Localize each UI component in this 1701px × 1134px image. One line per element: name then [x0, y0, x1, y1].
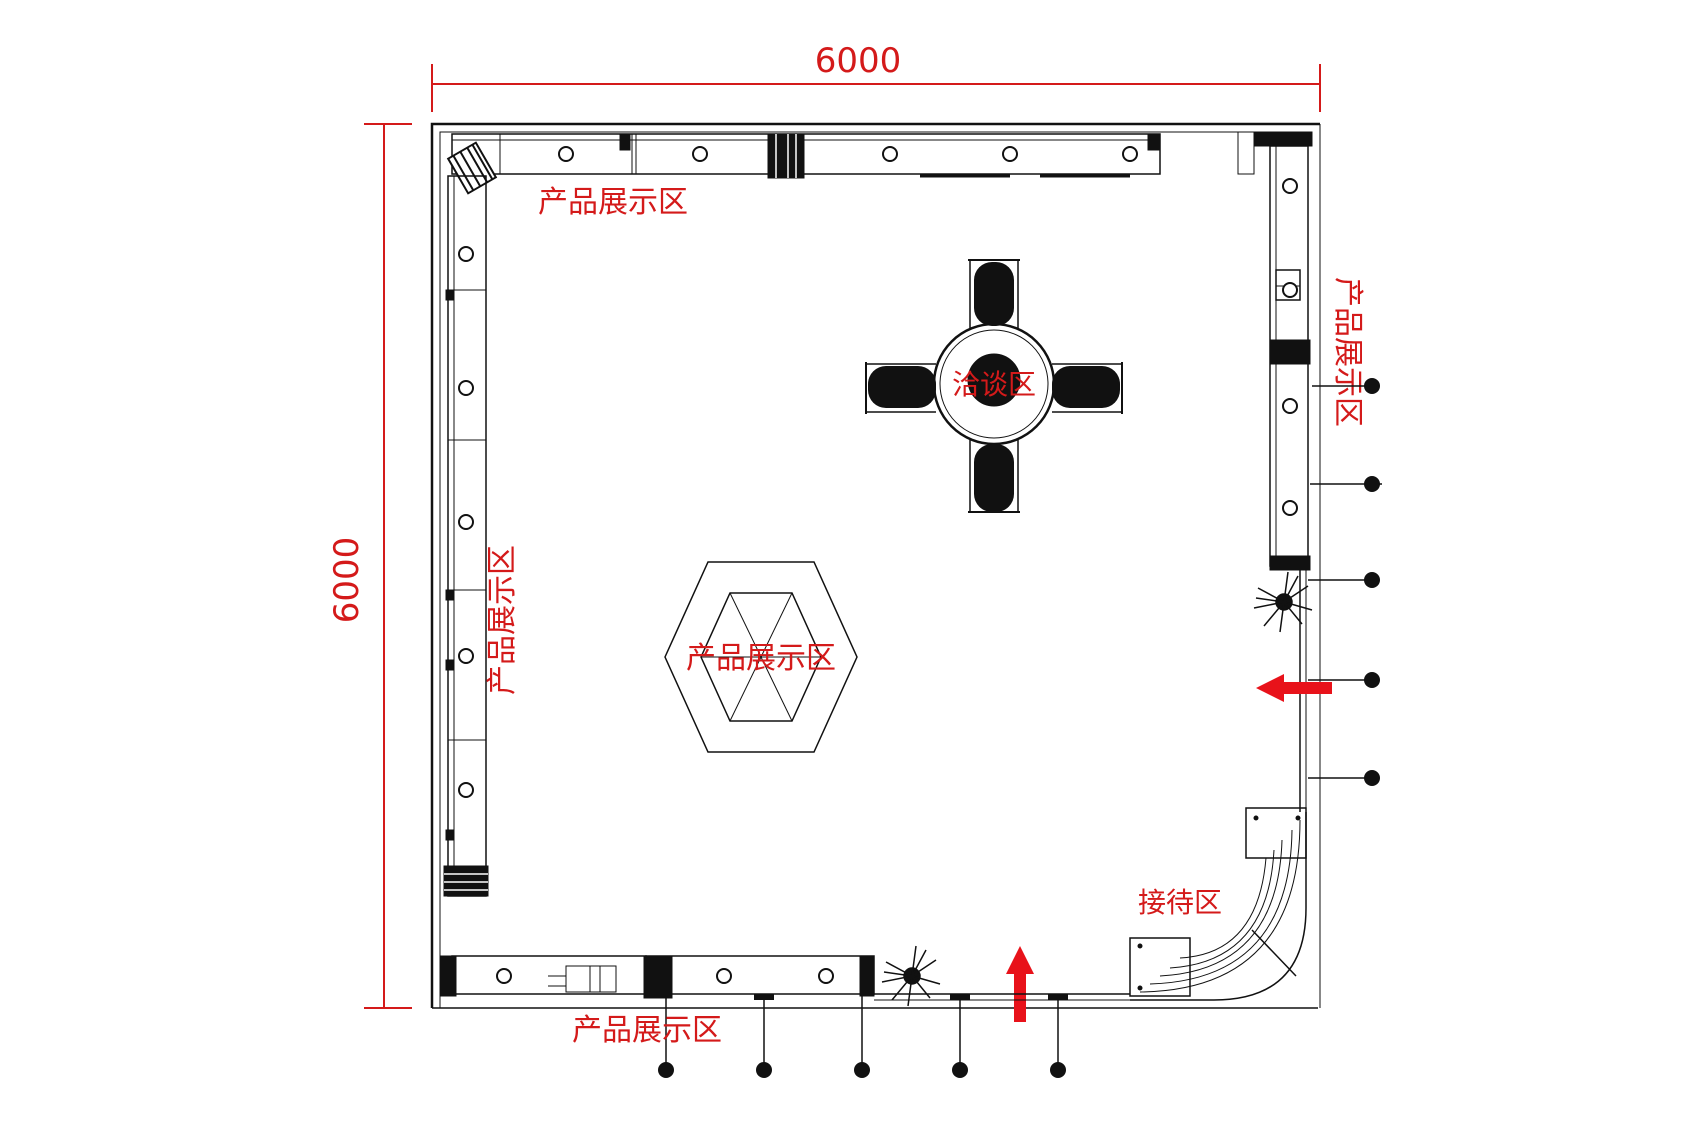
zone-label-reception: 接待区 — [1138, 886, 1222, 919]
chair-left — [865, 362, 936, 414]
bottom-spotlights — [496, 968, 834, 984]
height-dimension-label: 6000 — [327, 537, 367, 624]
bottom-railing — [665, 993, 1130, 1068]
width-dimension-label: 6000 — [815, 41, 902, 81]
zone-label-top-display: 产品展示区 — [538, 185, 688, 220]
right-light-posts — [1364, 378, 1380, 786]
top-display-cabinet — [451, 131, 1313, 179]
zone-label-bottom-display: 产品展示区 — [572, 1013, 722, 1048]
top-spotlights — [558, 146, 1138, 162]
zone-label-center-display: 产品展示区 — [686, 641, 836, 676]
right-spotlights — [1282, 178, 1298, 516]
entrance-arrow-bottom-icon — [1006, 946, 1034, 1022]
chair-bottom — [968, 440, 1020, 513]
dimension-height — [364, 123, 412, 1009]
plant-right-icon — [1253, 571, 1313, 633]
corner-fixture-icon — [446, 141, 498, 195]
zone-label-right-display: 产品展示区 — [1330, 277, 1365, 427]
zone-label-left-display: 产品展示区 — [485, 545, 520, 695]
dimension-width — [431, 64, 1321, 112]
reception-desk — [1129, 807, 1307, 1001]
plant-bottom-icon — [881, 945, 941, 1007]
right-display-cabinet — [1269, 145, 1382, 571]
chair-top — [968, 259, 1020, 330]
entrance-arrow-right-icon — [1256, 674, 1332, 702]
left-display-cabinet — [443, 175, 489, 897]
left-spotlights — [458, 246, 474, 798]
chair-right — [1052, 362, 1123, 414]
booth-boundary — [430, 122, 1321, 1009]
bottom-light-posts — [658, 994, 1068, 1078]
zone-label-negotiation: 洽谈区 — [952, 368, 1036, 401]
right-railing — [1299, 385, 1370, 812]
hexagon-display-stand — [664, 561, 858, 753]
